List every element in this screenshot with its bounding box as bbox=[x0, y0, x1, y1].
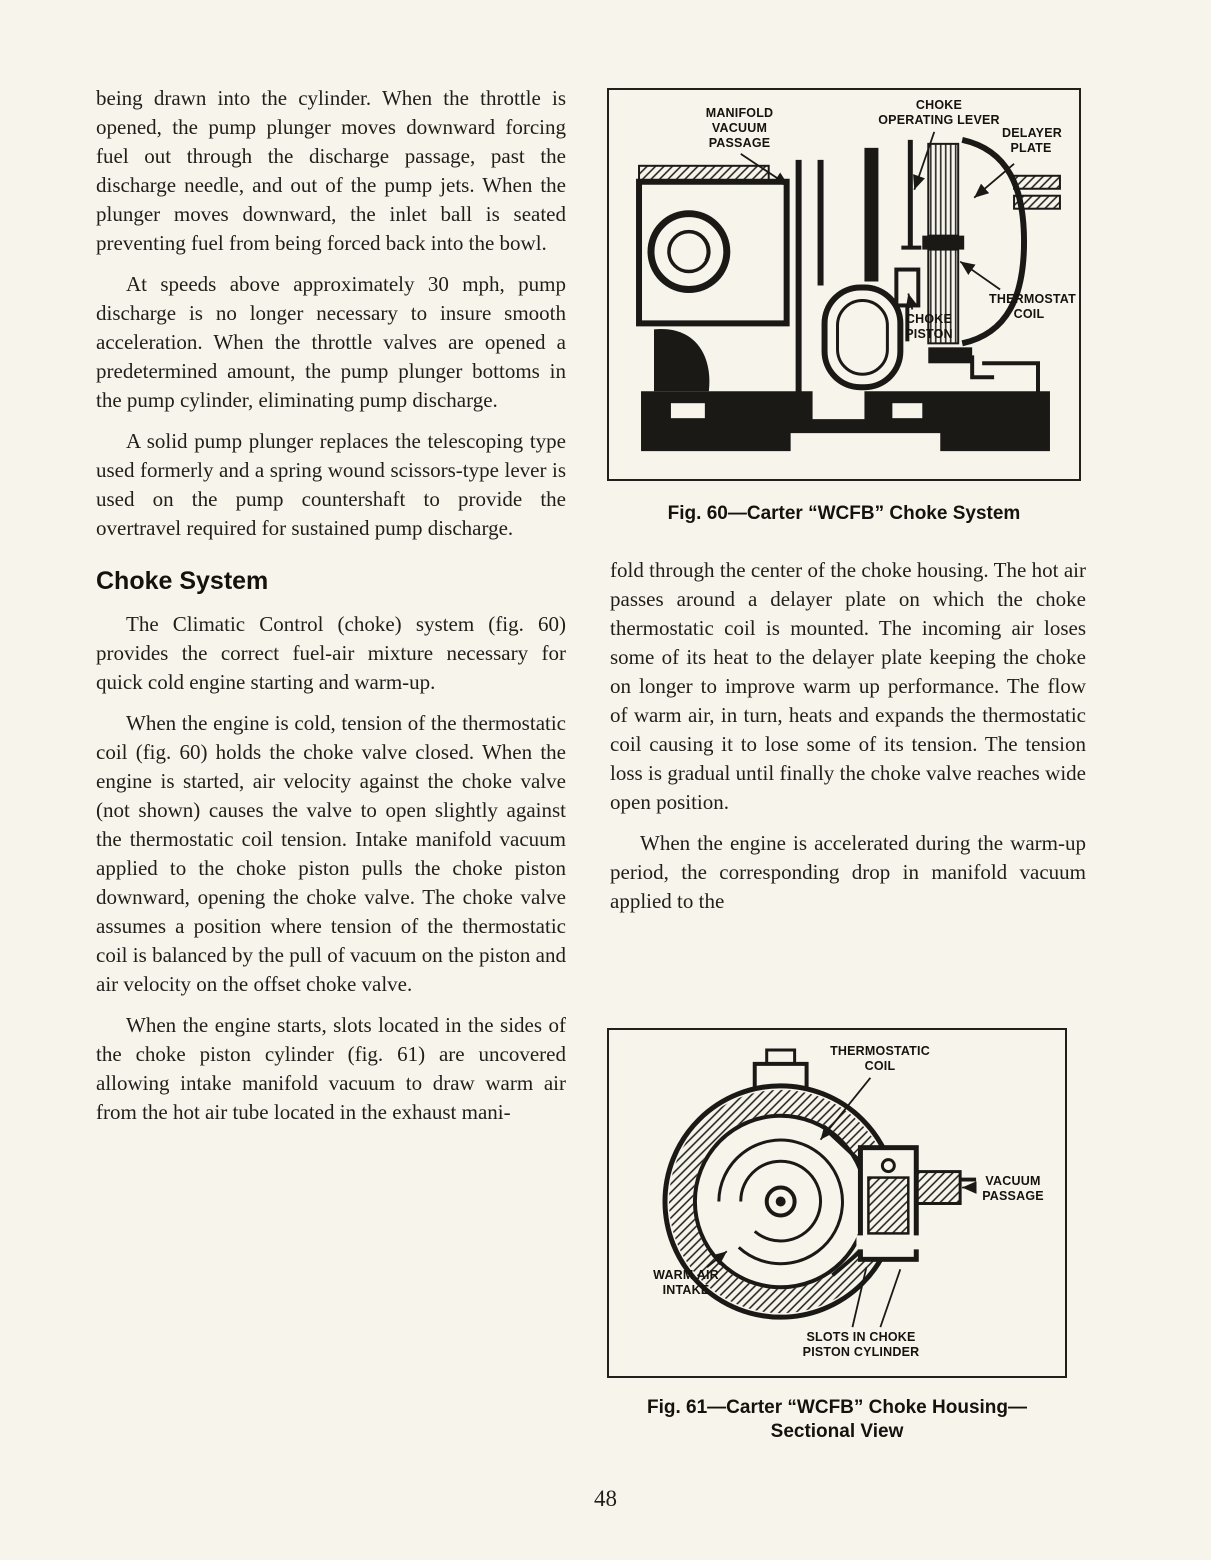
paragraph-climatic-control: The Climatic Control (choke) system (fig… bbox=[96, 612, 566, 694]
label-slots-in-choke-piston-cylinder: SLOTS IN CHOKE PISTON CYLINDER bbox=[802, 1330, 920, 1359]
paragraph-hot-air: fold through the center of the choke hou… bbox=[610, 558, 1086, 814]
figure-60: MANIFOLD VACUUM PASSAGE CHOKE OPERATING … bbox=[607, 88, 1081, 481]
label-manifold-vacuum-passage: MANIFOLD VACUUM PASSAGE bbox=[705, 106, 774, 150]
figure-61-caption-line1: Fig. 61—Carter “WCFB” Choke Housing— bbox=[646, 1397, 1028, 1418]
right-column: fold through the center of the choke hou… bbox=[610, 556, 1086, 928]
fig61-leader-arrows bbox=[706, 1077, 977, 1328]
fig61-choke-housing-drawing bbox=[662, 1048, 977, 1328]
figure-60-caption: Fig. 60—Carter “WCFB” Choke System bbox=[667, 503, 1021, 524]
figure-61-caption-line2: Sectional View bbox=[770, 1421, 904, 1442]
label-vacuum-passage: VACUUM PASSAGE bbox=[982, 1174, 1044, 1203]
fig60-leader-arrows bbox=[740, 131, 1015, 310]
carburetor-cross-section bbox=[636, 136, 1061, 452]
paragraph-pump-discharge-2: At speeds above approximately 30 mph, pu… bbox=[96, 272, 566, 412]
label-thermostat-coil: THERMOSTAT COIL bbox=[989, 292, 1076, 321]
label-delayer-plate: DELAYER PLATE bbox=[1002, 126, 1062, 155]
paragraph-accelerated: When the engine is accelerated during th… bbox=[610, 831, 1086, 913]
choke-housing-sectional bbox=[662, 1048, 977, 1320]
fig60-carburetor-drawing bbox=[636, 131, 1061, 452]
figure-61-caption: Fig. 61—Carter “WCFB” Choke Housing— Sec… bbox=[600, 1396, 1074, 1444]
label-warm-air-intake: WARM AIR INTAKE bbox=[653, 1268, 719, 1297]
paragraph-cold-engine: When the engine is cold, tension of the … bbox=[96, 711, 566, 996]
section-heading-choke-system: Choke System bbox=[96, 567, 269, 595]
label-thermostatic-coil: THERMOSTATIC COIL bbox=[830, 1044, 930, 1073]
paragraph-engine-starts: When the engine starts, slots located in… bbox=[96, 1013, 566, 1124]
figure-61: THERMOSTATIC COIL VACUUM PASSAGE WARM AI… bbox=[607, 1028, 1067, 1378]
left-column: being drawn into the cylinder. When the … bbox=[96, 84, 566, 1139]
paragraph-pump-plunger: A solid pump plunger replaces the telesc… bbox=[96, 429, 566, 540]
page-number: 48 bbox=[594, 1486, 617, 1511]
label-choke-operating-lever: CHOKE OPERATING LEVER bbox=[878, 98, 1000, 127]
paragraph-pump-discharge-1: being drawn into the cylinder. When the … bbox=[96, 86, 566, 255]
label-choke-piston: CHOKE PISTON bbox=[905, 312, 953, 341]
